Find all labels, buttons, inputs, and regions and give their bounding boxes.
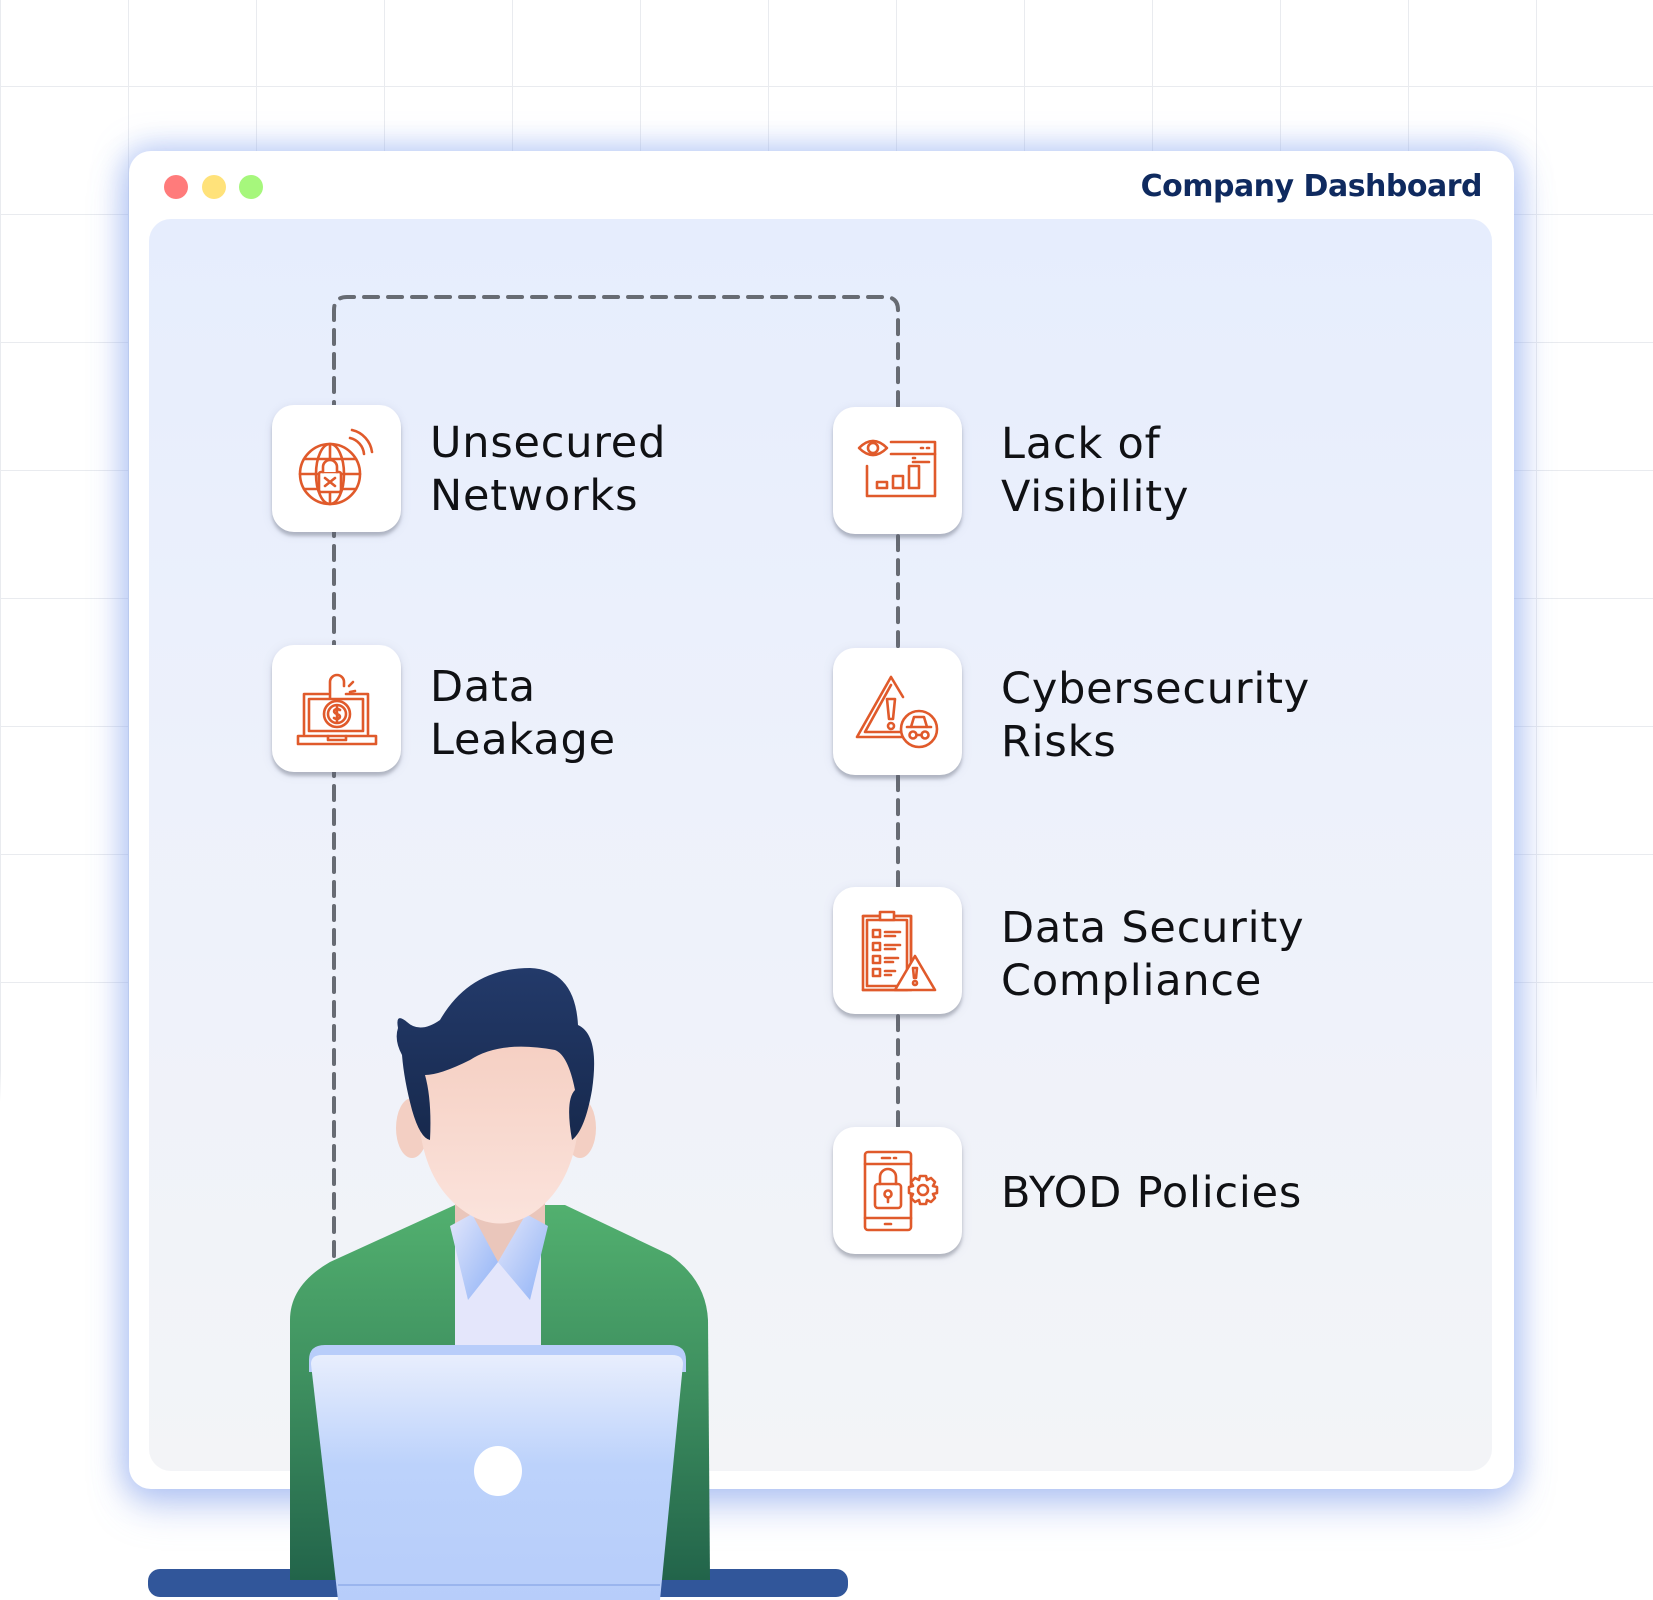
card-byod-policies[interactable] [833, 1127, 962, 1254]
card-lack-of-visibility[interactable] [833, 407, 962, 534]
label-byod-policies: BYOD Policies [1001, 1168, 1303, 1218]
eye-dashboard-chart-icon [857, 439, 936, 497]
window-maximize-button[interactable] [239, 175, 263, 199]
window-close-button[interactable] [164, 175, 188, 199]
warning-spy-icon [855, 675, 938, 748]
globe-lock-wifi-icon [298, 428, 373, 505]
label-unsecured-networks: Unsecured Networks [430, 418, 667, 521]
label-cybersecurity-risks: Cybersecurity Risks [1001, 664, 1310, 767]
card-data-security-compliance[interactable] [833, 887, 962, 1014]
clipboard-checklist-warning-icon [861, 910, 936, 991]
window-minimize-button[interactable] [202, 175, 226, 199]
phone-lock-gear-icon [863, 1150, 938, 1231]
label-data-security-compliance: Data Security Compliance [1001, 903, 1305, 1006]
window-title: Company Dashboard [1140, 169, 1483, 204]
card-unsecured-networks[interactable] [272, 405, 401, 532]
label-lack-of-visibility: Lack of Visibility [1001, 419, 1190, 522]
card-cybersecurity-risks[interactable] [833, 648, 962, 775]
laptop-unlocked-dollar-icon [296, 673, 377, 745]
label-data-leakage: Data Leakage [430, 662, 616, 765]
card-data-leakage[interactable] [272, 645, 401, 772]
